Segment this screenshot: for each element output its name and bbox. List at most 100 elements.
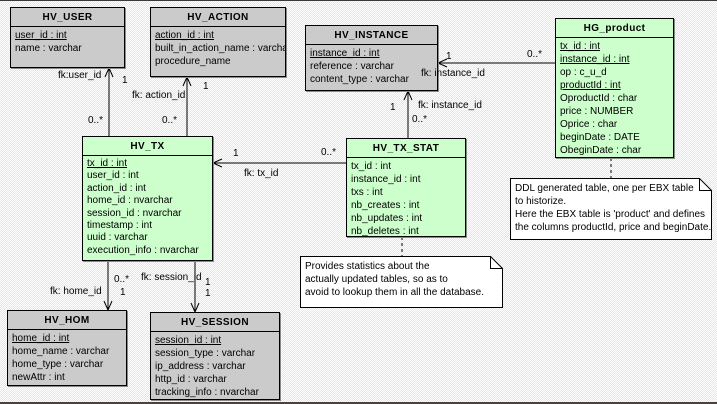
attribute-row: action_id : int [87,182,146,194]
multiplicity-one: 1 [233,148,239,159]
attribute-row: timestamp : int [87,220,153,232]
note-text: DDL generated table, one per EBX table t… [510,178,712,240]
attribute-row: ip_address : varchar [155,361,246,372]
attribute-row: price : NUMBER [560,106,634,117]
fk-label-instance-id: fk: instance_id [421,68,485,79]
attribute-row: home_type : varchar [12,359,104,370]
multiplicity-many: 0..* [88,115,104,126]
top-edge-line [0,0,717,1]
attribute-row: user_id : int [87,170,139,182]
attribute-row: newAttr : int [12,372,65,383]
entity-hv-user[interactable]: HV_USER user_id : int name : varchar [10,7,125,68]
arrowhead-action [182,75,192,87]
attribute-row: tx_id : int [351,161,392,172]
entity-hv-action[interactable]: HV_ACTION action_id : int built_in_actio… [150,7,286,77]
entity-title: HV_TX [83,137,212,156]
entity-attributes: action_id : int built_in_action_name : v… [151,27,285,68]
multiplicity-one: 1 [446,51,452,62]
attribute-row: http_id : varchar [155,374,227,385]
note-line: avoid to lookup them in all the database… [305,287,485,298]
attribute-row: OproductId : char [560,93,638,104]
fk-label-home-id: fk: home_id [50,286,102,297]
multiplicity-many: 0..* [162,115,178,126]
fk-label-user-id: fk:user_id [58,70,102,81]
attribute-row: instance_id : int [560,54,630,65]
attribute-row: content_type : varchar [310,74,409,85]
entity-attributes: tx_id : int instance_id : int op : c_u_d… [556,38,673,157]
attribute-row: session_id : nvarchar [87,207,182,219]
multiplicity-many: 0..* [412,114,428,125]
entity-hg-product[interactable]: HG_product tx_id : int instance_id : int… [555,18,674,158]
attribute-row: name : varchar [15,43,82,54]
attribute-row: home_id : int [12,333,70,344]
note-line: to historize. [515,196,567,207]
multiplicity-many: 0..* [321,147,337,158]
entity-title: HV_ACTION [151,8,285,27]
entity-attributes: instance_id : int reference : varchar co… [306,45,437,86]
attribute-row: nb_updates : int [351,213,423,224]
entity-title: HV_SESSION [151,313,279,332]
attribute-row: execution_info : nvarchar [87,244,199,256]
attribute-row: tracking_info : nvarchar [155,387,259,398]
arrowhead-session [190,302,200,314]
bottom-edge-line [0,402,717,404]
note-line: actually updated tables, so as to [305,274,448,285]
attribute-row: procedure_name [155,56,231,67]
entity-attributes: tx_id : int instance_id : int txs : int … [347,158,465,237]
note-ddl-generated-table[interactable]: DDL generated table, one per EBX table t… [510,178,712,240]
entity-title: HV_USER [11,8,124,27]
note-line: the columns productId, price and beginDa… [515,222,712,233]
attribute-row: reference : varchar [310,61,394,72]
entity-attributes: session_id : int session_type : varchar … [151,332,279,399]
arrowhead-hom [103,300,113,312]
fk-label-session-id: fk: session_id [141,272,202,283]
note-outline [510,178,712,240]
note-line: Here the EBX table is 'product' and defi… [515,209,706,220]
fk-label-action-id: fk: action_id [132,90,186,101]
attribute-row: tx_id : int [87,158,128,169]
note-statistics[interactable]: Provides statistics about the actually u… [300,256,503,308]
attribute-row: session_type : varchar [155,348,256,359]
entity-hv-tx[interactable]: HV_TX tx_id : int user_id : int action_i… [82,136,213,261]
entity-hv-instance[interactable]: HV_INSTANCE instance_id : int reference … [305,25,438,91]
entity-hv-tx-stat[interactable]: HV_TX_STAT tx_id : int instance_id : int… [346,138,466,237]
arrowhead-user [104,66,114,78]
fk-label-instance-id: fk: instance_id [418,100,482,111]
attribute-row: uuid : varchar [87,232,148,244]
multiplicity-many: 0..* [527,49,543,60]
note-text: Provides statistics about the actually u… [300,256,503,308]
multiplicity-many: 0..* [114,274,130,285]
multiplicity-one: 1 [390,102,396,113]
multiplicity-one: 1 [205,288,211,299]
entity-title: HV_HOM [8,311,126,330]
attribute-row: home_id : nvarchar [87,195,173,207]
entity-attributes: home_id : int home_name : varchar home_t… [8,330,126,384]
attribute-row: home_name : varchar [12,346,110,357]
arrowhead-tx [211,158,223,168]
entity-title: HG_product [556,19,673,38]
attribute-row: tx_id : int [560,41,601,52]
attribute-row: ObeginDate : char [560,145,642,156]
multiplicity-one: 1 [205,277,211,288]
attribute-row: session_id : int [155,335,222,346]
attribute-row: beginDate : DATE [560,132,640,143]
attribute-row: nb_creates : int [351,200,420,211]
attribute-row: Oprice : char [560,119,618,130]
entity-attributes: user_id : int name : varchar [11,27,124,55]
entity-hv-session[interactable]: HV_SESSION session_id : int session_type… [150,312,280,400]
arrowhead-instance-top [403,89,413,101]
attribute-row: instance_id : int [351,174,421,185]
multiplicity-one: 1 [203,81,209,92]
attribute-row: op : c_u_d [560,67,607,78]
entity-attributes: tx_id : int user_id : int action_id : in… [83,156,212,257]
attribute-row: nb_deletes : int [351,226,419,237]
entity-hv-hom[interactable]: HV_HOM home_id : int home_name : varchar… [7,310,127,386]
attribute-row: productId : int [560,80,621,91]
multiplicity-one: 1 [120,287,126,298]
note-line: DDL generated table, one per EBX table [515,183,694,194]
note-outline [300,256,503,308]
attribute-row: built_in_action_name : varchar [155,43,286,54]
attribute-row: txs : int [351,187,383,198]
entity-title: HV_TX_STAT [347,139,465,158]
